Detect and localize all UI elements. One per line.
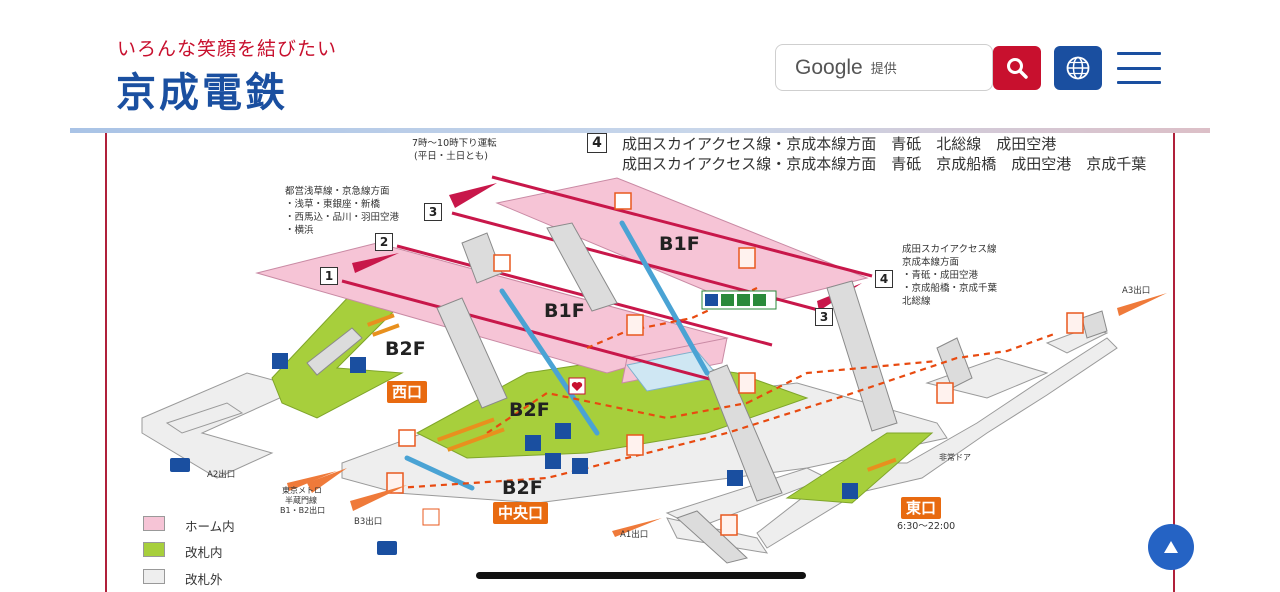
header-divider <box>70 128 1210 133</box>
platform-number-3: 3 <box>424 203 442 221</box>
legend-label-inside-gate: 改札内 <box>185 545 223 560</box>
legend-label-outside-gate: 改札外 <box>185 572 223 587</box>
legend-swatch-platform <box>143 516 165 531</box>
escalator-note-1: 7時～10時下り運転 <box>412 138 497 149</box>
restroom-icons <box>272 290 777 369</box>
floor-b1f-lower: B1F <box>544 300 585 322</box>
floor-b2f-south: B2F <box>502 477 543 499</box>
tagline: いろんな笑顔を結びたい <box>117 38 338 60</box>
legend-label-platform: ホーム内 <box>185 519 235 534</box>
floor-b2f-center: B2F <box>509 399 550 421</box>
search-input[interactable]: Google 提供 <box>775 44 993 91</box>
west-direction-item: ・浅草・東銀座・新橋 <box>285 199 381 210</box>
exit-arrows <box>287 293 1167 537</box>
elevator-icon <box>386 247 1084 536</box>
platform-number-1: 1 <box>320 267 338 285</box>
east-direction-item: 北総線 <box>902 296 931 307</box>
ticket-machine-icons <box>350 357 858 499</box>
floor-b1f-upper: B1F <box>659 233 700 255</box>
escalator-sign-icon <box>398 192 632 447</box>
search-button[interactable] <box>993 46 1041 90</box>
direction-line-2: 成田スカイアクセス線・京成本線方面 青砥 京成船橋 成田空港 京成千葉 <box>622 155 1147 173</box>
wheelchair-icon <box>422 508 440 526</box>
home-indicator <box>476 572 806 579</box>
platform-number-4-header: 4 <box>587 133 607 153</box>
menu-bar <box>1117 66 1161 70</box>
keisei-logo[interactable]: 京成電鉄 <box>116 70 288 116</box>
site-header: いろんな笑顔を結びたい 京成電鉄 Google 提供 <box>0 0 1280 130</box>
legend-swatch-outside-gate <box>143 569 165 584</box>
platform-number-2: 2 <box>375 233 393 251</box>
language-button[interactable] <box>1054 46 1102 90</box>
exit-a2-label: A2出口 <box>207 470 236 480</box>
search-icon <box>1007 58 1028 79</box>
east-direction-item: ・青砥・成田空港 <box>902 270 979 281</box>
platform-number-3-east: 3 <box>815 308 833 326</box>
metro-transfer-3: B1・B2出口 <box>280 506 326 515</box>
ticket-gates <box>367 313 897 472</box>
east-exit-label[interactable]: 東口 <box>901 497 942 519</box>
metro-transfer-2: 半蔵門線 <box>285 496 317 505</box>
exit-b3-label: B3出口 <box>354 517 383 527</box>
west-direction-item: ・西馬込・品川・羽田空港 <box>285 212 400 223</box>
center-exit-label[interactable]: 中央口 <box>493 502 549 524</box>
exit-a3-label: A3出口 <box>1122 286 1151 296</box>
hamburger-menu-icon[interactable] <box>1117 50 1161 86</box>
back-to-top-button[interactable] <box>1148 524 1194 570</box>
menu-bar <box>1117 52 1161 55</box>
staircases <box>306 222 1108 564</box>
escalators <box>404 220 710 491</box>
floor-b2f-west: B2F <box>385 338 426 360</box>
station-map-illustration <box>141 175 1167 564</box>
escalator-note-2: (平日・土日とも) <box>414 151 488 162</box>
menu-bar <box>1117 81 1161 84</box>
arrow-up-icon <box>1164 541 1178 553</box>
google-brand: Google <box>795 55 863 79</box>
west-direction-title: 都営浅草線・京急線方面 <box>285 186 390 197</box>
exit-a1-label: A1出口 <box>620 530 649 540</box>
google-provided-label: 提供 <box>870 62 897 77</box>
west-direction-item: ・横浜 <box>285 225 314 236</box>
aed-heart-shape <box>571 382 583 391</box>
legend-swatch-inside-gate <box>143 542 165 557</box>
emergency-door-label: 非常ドア <box>939 453 971 462</box>
east-direction-title: 成田スカイアクセス線 <box>902 244 997 255</box>
platform-number-4: 4 <box>875 270 893 288</box>
west-exit-label[interactable]: 西口 <box>387 381 428 403</box>
east-exit-hours: 6:30～22:00 <box>897 521 956 532</box>
globe-icon <box>1066 56 1090 80</box>
bus-icon <box>170 458 397 555</box>
direction-line-1: 成田スカイアクセス線・京成本線方面 青砥 北総線 成田空港 <box>622 135 1057 153</box>
station-map-panel: 4 成田スカイアクセス線・京成本線方面 青砥 北総線 成田空港 成田スカイアクセ… <box>105 133 1175 592</box>
east-direction-item: ・京成船橋・京成千葉 <box>902 283 998 294</box>
metro-transfer-1: 東京メトロ <box>282 486 322 495</box>
east-direction-item: 京成本線方面 <box>902 257 960 268</box>
